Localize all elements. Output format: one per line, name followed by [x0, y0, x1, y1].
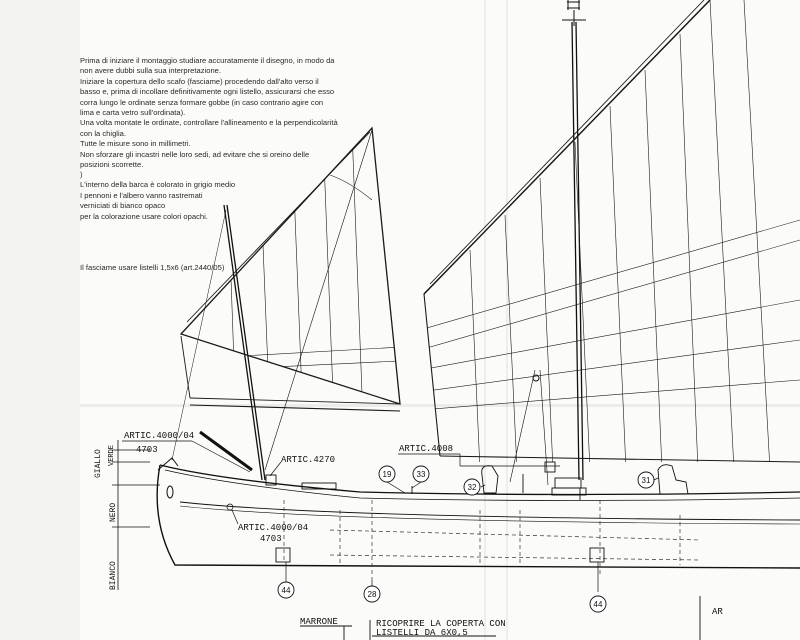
label-nero: NERO: [109, 503, 118, 522]
svg-text:31: 31: [642, 476, 651, 485]
instruction-line: Non sforzare gli incastri nelle loro sed…: [80, 149, 310, 159]
instruction-line: basso e, prima di incollare definitivame…: [80, 87, 335, 97]
color-band-marks: [112, 440, 160, 590]
instruction-line: per la colorazione usare colori opachi.: [80, 211, 208, 221]
fore-sail: [179, 126, 401, 412]
svg-text:33: 33: [417, 470, 426, 479]
assembly-instructions: Prima di iniziare il montaggio studiare …: [80, 56, 380, 170]
callout-31: 31: [637, 471, 655, 489]
fold-line: [506, 0, 508, 640]
callout-28: 28: [363, 585, 381, 603]
fold-line: [80, 404, 800, 407]
instruction-line: Tutte le misure sono in millimetri.: [80, 139, 191, 149]
svg-text:28: 28: [368, 590, 377, 599]
fold-line: [484, 0, 486, 640]
drawing-sheet: [80, 0, 800, 640]
main-sail: [423, 0, 800, 463]
masthead-fitting: [562, 0, 586, 26]
instruction-line: Prima di iniziare il montaggio studiare …: [80, 56, 335, 65]
bottom-note-frames: [300, 596, 701, 640]
leader-lines: [122, 440, 659, 592]
label-art-partial: AR: [712, 607, 723, 617]
fore-mast: [223, 204, 266, 481]
label-4703-top: 4703: [136, 445, 158, 455]
label-ricoprire-line1: RICOPRIRE LA COPERTA CON: [376, 619, 506, 629]
label-verde: VERDE: [108, 445, 116, 466]
label-giallo: GIALLO: [94, 449, 103, 478]
planking-note: Il fasciame usare listelli 1,5x6 (art.24…: [80, 263, 225, 272]
instruction-line: non avere dubbi sulla sua interpretazion…: [80, 66, 221, 76]
label-artic-4270: ARTIC.4270: [281, 455, 335, 465]
svg-text:32: 32: [468, 483, 477, 492]
boom-rigging: [171, 129, 549, 486]
label-marrone: MARRONE: [300, 617, 338, 627]
callout-33: 33: [412, 465, 430, 483]
instruction-line: Una volta montate le ordinate, controlla…: [80, 118, 338, 128]
svg-text:19: 19: [383, 470, 392, 479]
instruction-line: Iniziare la copertura dello scafo (fasci…: [80, 76, 319, 86]
instruction-line: verniciati di bianco opaco: [80, 201, 166, 211]
svg-text:44: 44: [594, 600, 603, 609]
callout-19: 19: [378, 465, 396, 483]
color-notes: )L'interno della barca è colorato in gri…: [80, 170, 340, 222]
instruction-line: corra lungo le ordinate senza formare go…: [80, 97, 324, 107]
label-ricoprire-line2: LISTELLI DA 6X0,5: [376, 628, 468, 638]
svg-text:44: 44: [282, 586, 291, 595]
instruction-line: con la chiglia.: [80, 128, 127, 138]
label-bianco: BIANCO: [109, 561, 118, 590]
instruction-line: ): [80, 170, 83, 179]
label-4703-bottom: 4703: [260, 534, 282, 544]
instruction-line: posizioni scorrette.: [80, 160, 144, 170]
hull: [156, 457, 800, 569]
instruction-line: I pennoni e l'albero vanno rastremati: [80, 190, 203, 200]
instruction-line: lima e carta vetro sull'ordinata).: [80, 108, 186, 118]
label-artic-4000-04-top: ARTIC.4000/04: [124, 431, 194, 441]
callout-32: 32: [463, 478, 481, 496]
interior-frames: [283, 500, 701, 580]
label-artic-4000-04-bottom: ARTIC.4000/04: [238, 523, 308, 533]
label-artic-4008: ARTIC.4008: [399, 444, 453, 454]
instruction-line: L'interno della barca è colorato in grig…: [80, 180, 236, 190]
callout-44-left: 44: [277, 581, 295, 599]
main-mast: [571, 21, 584, 481]
callout-44-right: 44: [589, 595, 607, 613]
